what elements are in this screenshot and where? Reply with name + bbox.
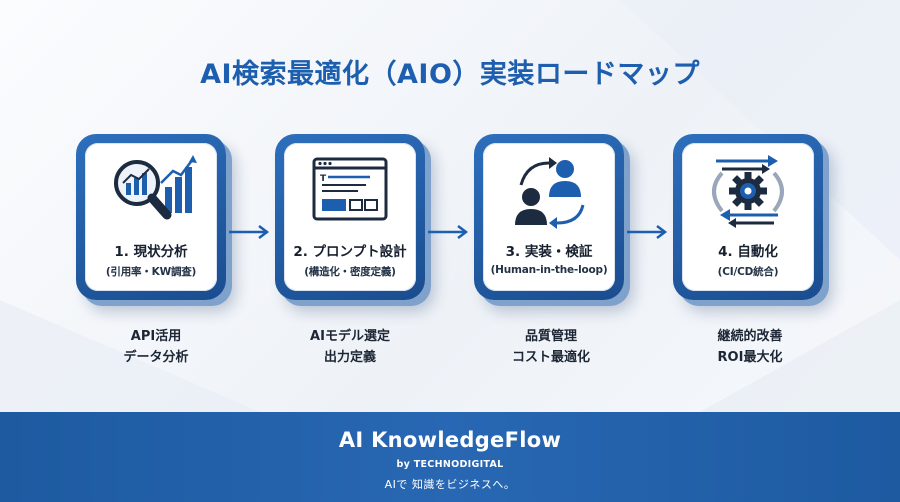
step-3-notes: 品質管理 コスト最適化 [466,326,636,368]
step-2-notes: AIモデル選定 出力定義 [265,326,435,368]
svg-text:T: T [320,174,327,184]
step-card: T 2. プロンプト設計 (構造化・密度定義) [284,143,416,291]
note-line: ROI最大化 [717,350,783,365]
footer-band: AI KnowledgeFlow by TECHNODIGITAL AIで 知識… [0,412,900,502]
step-card: 4. 自動化 (CI/CD統合) [682,143,814,291]
gear-cycle-icon [712,155,784,228]
step-title: 3. 実装・検証 [505,244,593,260]
step-1-notes: API活用 データ分析 [71,326,241,368]
page-title: AI検索最適化（AIO）実装ロードマップ [200,59,700,90]
step-title: 2. プロンプト設計 [293,244,407,260]
step-title: 4. 自動化 [718,244,778,260]
people-cycle-icon [515,157,585,229]
note-line: 出力定義 [323,350,376,365]
note-line: 継続的改善 [717,329,783,344]
step-subtitle: (引用率・KW調査) [105,266,197,278]
step-card: 3. 実装・検証 (Human-in-the-loop) [483,143,615,291]
magnifier-chart-icon [114,155,197,220]
step-subtitle: (Human-in-the-loop) [490,264,608,276]
step-3: 3. 実装・検証 (Human-in-the-loop) [474,134,630,310]
note-line: 品質管理 [524,329,577,344]
step-subtitle: (CI/CD統合) [717,266,779,278]
step-1: 1. 現状分析 (引用率・KW調査) [76,134,232,310]
step-2: T 2. プロンプト設計 (構造化・密度定義) [275,134,431,310]
arrow-right-icon [627,225,668,239]
note-line: コスト最適化 [511,350,590,365]
note-line: データ分析 [123,350,189,365]
note-line: API活用 [130,329,182,344]
step-4: 4. 自動化 (CI/CD統合) [673,134,829,310]
arrow-right-icon [428,225,469,239]
step-4-notes: 継続的改善 ROI最大化 [665,326,835,368]
step-card: 1. 現状分析 (引用率・KW調査) [85,143,217,291]
arrow-right-icon [229,225,270,239]
step-title: 1. 現状分析 [114,244,188,260]
note-line: AIモデル選定 [310,329,390,344]
brand-byline: by TECHNODIGITAL [396,459,504,470]
browser-layout-icon: T [312,157,388,221]
brand-name: AI KnowledgeFlow [338,428,562,452]
brand-tagline: AIで 知識をビジネスへ。 [384,478,516,491]
step-subtitle: (構造化・密度定義) [304,266,396,278]
